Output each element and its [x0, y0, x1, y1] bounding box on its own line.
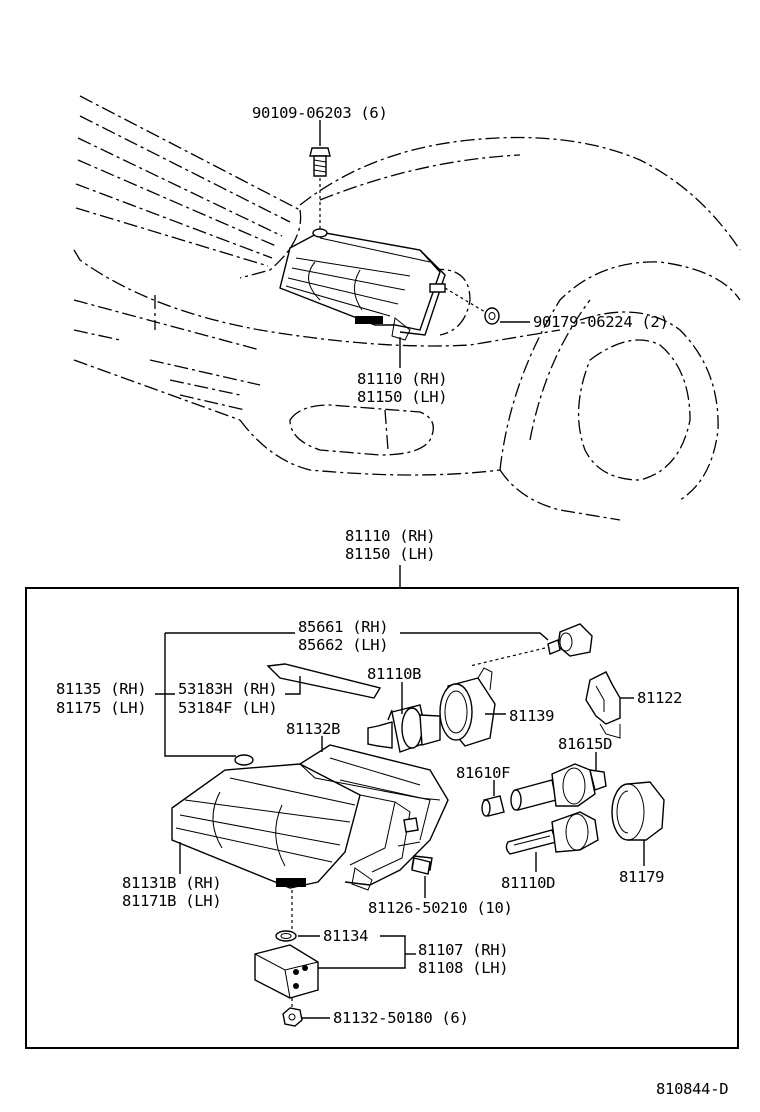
socket-81615d-icon [510, 763, 607, 811]
label-assembly-upper-rh: 81110 (RH) [357, 370, 447, 388]
label-81132b: 81132B [286, 720, 340, 738]
guide-85661 [469, 647, 546, 667]
label-81110d: 81110D [501, 874, 555, 892]
label-81610f: 81610F [456, 764, 510, 782]
label-81126: 81126-50210 (10) [368, 899, 513, 917]
label-81110b: 81110B [367, 665, 421, 683]
label-85662: 85662 (LH) [298, 636, 388, 654]
vehicle-front-view: 90109-06203 (6) 90179-06224 (2) 81110 (R… [73, 95, 741, 521]
screw-clip-icon [411, 857, 431, 875]
label-85661: 85661 (RH) [298, 618, 388, 636]
label-81139: 81139 [509, 707, 554, 725]
leader-lines [155, 632, 645, 1019]
headlamp-housing [171, 744, 449, 891]
label-assembly-box-rh: 81110 (RH) [345, 527, 435, 545]
label-nut-side: 90179-06224 (2) [533, 313, 668, 331]
label-81175: 81175 (LH) [56, 699, 146, 717]
grille-lines [75, 95, 302, 279]
small-bulb-icon [481, 795, 505, 817]
bumper-lines [73, 249, 561, 476]
part-labels: 85661 (RH) 85662 (LH) 81135 (RH) 81175 (… [56, 618, 682, 1027]
clip-icon [585, 671, 621, 739]
label-assembly-box-lh: 81150 (LH) [345, 545, 435, 563]
label-81615d: 81615D [558, 735, 612, 753]
gasket-strip [266, 663, 382, 699]
ballast-icon [254, 944, 319, 999]
hid-bulb-icon [505, 811, 599, 855]
label-53183h: 53183H (RH) [178, 680, 277, 698]
diagram-code: 810844-D [656, 1080, 728, 1098]
label-assembly-upper-lh: 81150 (LH) [357, 388, 447, 406]
label-81122: 81122 [637, 689, 682, 707]
headlamp-icon [279, 231, 446, 341]
label-81171b: 81171B (LH) [122, 892, 221, 910]
wheel-arch [499, 261, 741, 521]
label-53184f: 53184F (LH) [178, 699, 277, 717]
label-81134: 81134 [323, 927, 368, 945]
label-81108: 81108 (LH) [418, 959, 508, 977]
exploded-view-frame [25, 587, 739, 1049]
bulb-85661-icon [547, 623, 593, 657]
label-81107: 81107 (RH) [418, 941, 508, 959]
bulb-icon [367, 704, 441, 753]
label-81131b: 81131B (RH) [122, 874, 221, 892]
label-81135: 81135 (RH) [56, 680, 146, 698]
socket-icon [439, 667, 496, 747]
label-bolt-top: 90109-06203 (6) [252, 104, 387, 122]
nut-bottom-icon [282, 1007, 303, 1027]
label-81179: 81179 [619, 868, 664, 886]
label-81132-50180: 81132-50180 (6) [333, 1009, 468, 1027]
nut-icon [444, 287, 500, 325]
cover-icon [611, 781, 665, 841]
bolt-icon [309, 147, 331, 238]
o-ring-icon [275, 930, 297, 942]
